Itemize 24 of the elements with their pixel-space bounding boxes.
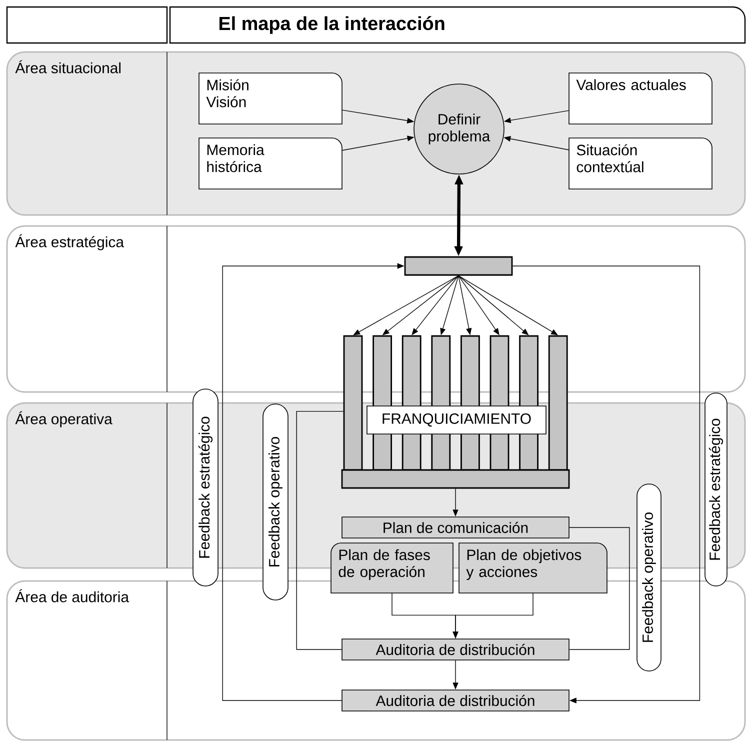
arrow [512, 266, 700, 704]
process-box: Plan de fases de operación [330, 542, 454, 594]
feedback-label: Feedback operativo [636, 484, 662, 672]
input-box: Situación contextúal [568, 138, 712, 190]
bar [343, 335, 363, 471]
process-box: Plan de objetivos y acciones [458, 542, 608, 594]
input-box: Misión Visión [198, 72, 342, 124]
bar [548, 335, 568, 471]
input-box: Valores actuales [568, 72, 712, 124]
feedback-label: Feedback estratégico [704, 392, 728, 586]
process-box: Auditoria de distribución [342, 638, 570, 660]
connector-line [296, 410, 344, 650]
process-box: Plan de comunicación [342, 516, 570, 538]
process-box: Auditoria de distribución [342, 690, 570, 712]
area-band: Área estratégica [6, 225, 746, 393]
bar [404, 256, 513, 276]
feedback-label: Feedback estratégico [192, 388, 218, 586]
arrow [353, 275, 459, 336]
input-box: Memoria histórica [198, 138, 342, 190]
bar [341, 469, 570, 489]
title: El mapa de la interacción [219, 16, 444, 34]
label-box: FRANQUICIAMIENTO [366, 406, 546, 434]
feedback-label: Feedback operativo [262, 404, 288, 600]
connector-line [569, 527, 630, 650]
